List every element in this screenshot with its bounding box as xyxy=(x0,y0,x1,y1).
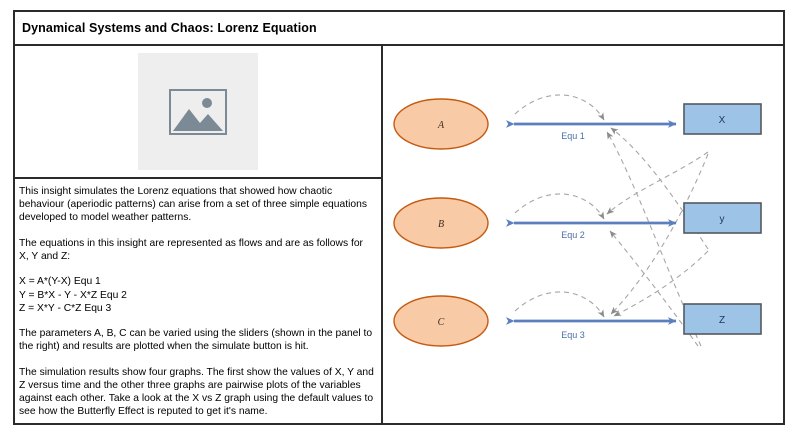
image-placeholder xyxy=(138,53,258,170)
equation-label-3: Equ 3 xyxy=(561,330,585,340)
description-text: This insight simulates the Lorenz equati… xyxy=(15,179,381,423)
paragraph-parameters: The parameters A, B, C can be varied usi… xyxy=(19,328,373,353)
equation-label-2: Equ 2 xyxy=(561,230,585,240)
equation-label-1: Equ 1 xyxy=(561,131,585,141)
dashed-link-c-to-equ3 xyxy=(514,291,605,318)
dashed-link-z-to-equ2 xyxy=(609,230,699,347)
flow-row-3: C Equ 3 Z xyxy=(393,295,762,347)
parameter-node-b[interactable] xyxy=(393,197,489,249)
variable-node-y-label: y xyxy=(720,214,725,225)
paragraph-intro: This insight simulates the Lorenz equati… xyxy=(19,186,367,224)
variable-node-x[interactable] xyxy=(683,103,762,135)
variable-node-x-label: X xyxy=(719,115,726,126)
flow-row-2: B Equ 2 y xyxy=(393,197,762,249)
title-bar: Dynamical Systems and Chaos: Lorenz Equa… xyxy=(15,12,783,46)
dashed-link-x-to-equ2 xyxy=(606,151,709,215)
dashed-link-a-to-equ1 xyxy=(514,94,605,121)
page-title: Dynamical Systems and Chaos: Lorenz Equa… xyxy=(22,21,317,35)
broken-image-icon xyxy=(169,88,227,135)
equation-list: X = A*(Y-X) Equ 1 Y = B*X - Y - X*Z Equ … xyxy=(19,276,127,314)
parameter-node-b-label: B xyxy=(438,219,444,230)
dashed-link-b-to-equ2 xyxy=(514,193,605,220)
insight-card: Dynamical Systems and Chaos: Lorenz Equa… xyxy=(13,10,785,425)
left-panel: This insight simulates the Lorenz equati… xyxy=(15,46,383,423)
dashed-link-y-to-equ3 xyxy=(613,250,709,317)
parameter-node-a[interactable] xyxy=(393,98,489,150)
parameter-node-c[interactable] xyxy=(393,295,489,347)
dashed-link-y-to-equ1 xyxy=(610,127,709,250)
variable-node-z-label: Z xyxy=(719,315,725,326)
dashed-link-group xyxy=(514,94,709,347)
variable-node-z[interactable] xyxy=(683,303,762,335)
parameter-node-c-label: C xyxy=(438,317,445,328)
paragraph-results: The simulation results show four graphs.… xyxy=(19,366,374,418)
card-body: This insight simulates the Lorenz equati… xyxy=(15,46,783,423)
parameter-node-a-label: A xyxy=(437,120,445,131)
variable-node-y[interactable] xyxy=(683,202,762,234)
dashed-link-x-to-equ3 xyxy=(610,153,709,315)
flow-row-1: A Equ 1 X xyxy=(393,98,762,150)
image-cell xyxy=(15,46,381,179)
right-panel: A Equ 1 X B Equ 2 y xyxy=(383,46,783,423)
lorenz-flow-diagram: A Equ 1 X B Equ 2 y xyxy=(383,46,783,423)
paragraph-equations-intro: The equations in this insight are repres… xyxy=(19,237,363,262)
